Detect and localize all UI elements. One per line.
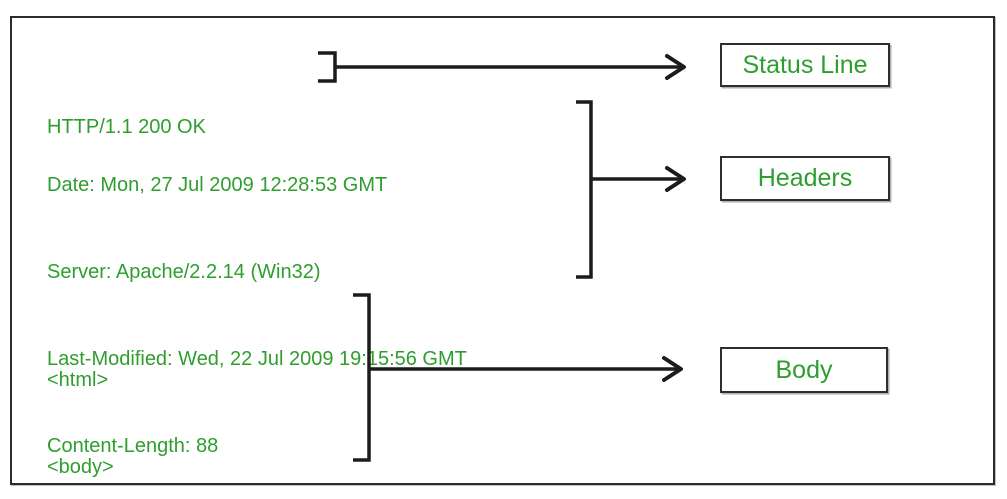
body-box: Body (720, 347, 888, 393)
status-line-text: HTTP/1.1 200 OK (47, 55, 206, 200)
header-line: Content-Length: 88 (47, 435, 219, 457)
headers-box-label: Headers (757, 164, 853, 192)
header-line: Server: Apache/2.2.14 (Win32) (47, 261, 321, 283)
body-line: <body> (47, 456, 114, 478)
header-line: Last-Modified: Wed, 22 Jul 2009 19:15:56… (47, 348, 467, 370)
status-line-box-label: Status Line (742, 50, 868, 79)
body-box-label: Body (775, 355, 833, 384)
status-line-box: Status Line (720, 43, 890, 87)
diagram-border: HTTP/1.1 200 OK Date: Mon, 27 Jul 2009 1… (10, 16, 995, 485)
body-line: <html> (47, 369, 109, 391)
status-line-value: HTTP/1.1 200 OK (47, 116, 206, 138)
headers-box: Headers (720, 156, 890, 201)
header-line: Date: Mon, 27 Jul 2009 12:28:53 GMT (47, 174, 388, 196)
headers-text: Date: Mon, 27 Jul 2009 12:28:53 GMT Serv… (47, 113, 467, 499)
body-text: <html> <body> <h1>Hello, World!</h1> </b… (47, 308, 258, 499)
